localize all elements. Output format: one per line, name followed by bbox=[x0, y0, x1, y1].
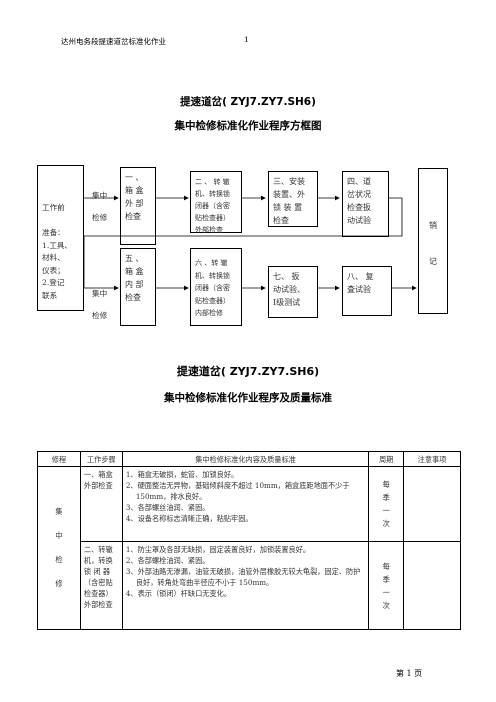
prep-box: 工作前 准备： 1.工具、 材料、 仪表； 2.登记 联系 bbox=[37, 165, 84, 311]
content-cell: 1、防尘罩及各部无缺损，固定装置良好，加锁装置良好。 2、各部螺栓油润、紧固。 … bbox=[121, 541, 370, 630]
header-cell-step: 工作步骤 bbox=[79, 451, 123, 467]
content-cell: 1、箱盒无破损，蛇管、加锁良好。 2、硬面整洁无异物，基础倾斜度不超过 10mm… bbox=[121, 466, 370, 542]
step-cell: 一、箱盒 外部检查 bbox=[79, 466, 123, 542]
content-item: 2、各部螺栓油润、紧固。 bbox=[125, 556, 210, 565]
step-3-box: 三、安装 装置、外 锁 装 置 检查 bbox=[268, 171, 318, 227]
flow-title-line2: 集中检修标准化作业程序方框图 bbox=[174, 120, 322, 132]
content-item: 4、表示（锁闭）杆缺口无变化。 bbox=[125, 589, 232, 598]
branch-label-top: 集中 检修 bbox=[92, 191, 108, 222]
mode-cell: 集 中 检 修 bbox=[37, 466, 81, 630]
table-row: 二、转辙 机，转换 锁 闭 器 （含密贴 检查器） 外部检查 1、防尘罩及各部无… bbox=[38, 541, 461, 630]
content-item: 3、外部油路无渗漏，油管无破损，油管外层橡胶无较大龟裂，固定、防护良好，转角处弯… bbox=[125, 567, 361, 587]
flow-title-line1: 提速道岔( ZYJ7.ZY7.SH6) bbox=[180, 96, 316, 108]
mode-text: 集 中 检 修 bbox=[55, 507, 63, 588]
header-cell-notes: 注意事项 bbox=[403, 451, 461, 467]
step-5-box: 五 、 箱 盒 内 部 检查 bbox=[120, 248, 156, 326]
std-title-line1: 提速道岔( ZYJ7.ZY7.SH6) bbox=[176, 365, 320, 378]
step-1-box: 一 、 箱 盒 外 部 检查 bbox=[120, 167, 156, 245]
content-item: 2、硬面整洁无异物，基础倾斜度不超过 10mm，箱盒底距地面不少于 150mm，… bbox=[125, 481, 350, 501]
footer-page-label: 第 1 页 bbox=[396, 669, 423, 678]
branch-label-bottom: 集中 检修 bbox=[92, 289, 108, 320]
standards-table: 修程 工作步骤 集中检修标准化内容及质量标准 周期 注意事项 集 中 检 修 一… bbox=[37, 451, 461, 630]
step-2-box: 二 、 转 辙 机、转换锁 闭器（含密 贴检查器） 外部检查 bbox=[190, 171, 242, 234]
end-box: 销 记 bbox=[418, 168, 448, 314]
cycle-text: 每 季 一 次 bbox=[382, 480, 390, 528]
content-item: 1、箱盒无破损，蛇管、加锁良好。 bbox=[125, 470, 239, 479]
header-page-number: 1 bbox=[244, 35, 249, 44]
step-cell: 二、转辙 机，转换 锁 闭 器 （含密贴 检查器） 外部检查 bbox=[79, 541, 123, 630]
std-title-line2: 集中检修标准化作业程序及质量标准 bbox=[164, 392, 332, 404]
header-cell-mode: 修程 bbox=[37, 451, 81, 467]
content-item: 4、设备名称标志清晰正确，粘贴牢固。 bbox=[125, 514, 253, 523]
step-4-box: 四、道 岔状况 检查扳 动试验 bbox=[342, 171, 389, 237]
header-company: 达州电务段提速道岔标准化作业 bbox=[61, 37, 166, 46]
content-item: 1、防尘罩及各部无缺损，固定装置良好，加锁装置良好。 bbox=[125, 545, 311, 554]
step-8-box: 八、 复 査试验 bbox=[342, 266, 392, 316]
cycle-cell: 每 季 一 次 bbox=[368, 541, 405, 630]
table-header-row: 修程 工作步骤 集中检修标准化内容及质量标准 周期 注意事项 bbox=[37, 451, 461, 467]
header-cell-content: 集中检修标准化内容及质量标准 bbox=[121, 451, 370, 467]
header-cell-cycle: 周期 bbox=[368, 451, 405, 467]
notes-cell bbox=[403, 541, 461, 630]
cycle-text: 每 季 一 次 bbox=[382, 561, 390, 610]
step-6-box: 六 、转 辙 机、转换锁 闭器（含密 贴检查器） 内部检修 bbox=[190, 248, 242, 326]
table-row: 集 中 检 修 一、箱盒 外部检查 1、箱盒无破损，蛇管、加锁良好。 2、硬面整… bbox=[37, 466, 461, 630]
notes-cell bbox=[403, 466, 461, 542]
cycle-cell: 每 季 一 次 bbox=[368, 466, 405, 542]
step-7-box: 七、 扳 动试验、 I级测试 bbox=[268, 266, 318, 318]
content-item: 3、各部螺丝油润、紧固。 bbox=[125, 503, 210, 512]
